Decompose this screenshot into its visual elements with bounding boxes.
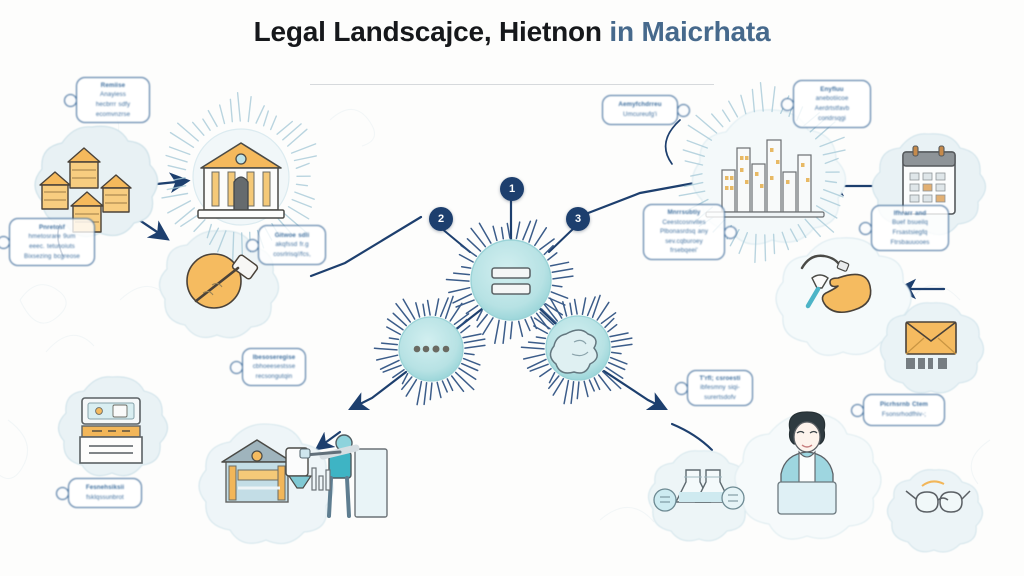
connector-badge3-right — [581, 180, 702, 217]
badge-1[interactable]: 1 — [500, 177, 524, 201]
person-figure-icon — [777, 411, 837, 515]
gavel-icon — [186, 253, 259, 309]
envelope-icon — [905, 321, 957, 369]
node-satellite-left-circle — [398, 316, 464, 382]
connector-to-flasks — [670, 422, 714, 452]
callout-right-mid-anchor-dot — [724, 226, 737, 239]
callout-top-left-anchor-dot — [64, 94, 77, 107]
calendar-icon — [902, 145, 956, 215]
callout-far-right-anchor-dot — [859, 222, 872, 235]
flasks-icon — [653, 469, 745, 512]
badge-2[interactable]: 2 — [429, 207, 453, 231]
connector-badge3-hub — [548, 227, 575, 253]
callout-mid-left-anchor-dot — [230, 361, 243, 374]
callout-bottom-left-anchor-dot — [56, 487, 69, 500]
connector-callout-right — [664, 119, 681, 165]
bar-skyline-icon — [705, 139, 825, 218]
glasses-icon — [905, 480, 971, 513]
callout-bottom-right-anchor-dot — [675, 382, 688, 395]
callout-right-lower-anchor-dot — [851, 404, 864, 417]
callout-top-right-outer-anchor-dot — [781, 98, 794, 111]
connector-satleft-down — [348, 370, 408, 410]
market-stall-icon — [221, 439, 313, 503]
worker-icon — [299, 434, 388, 518]
map-blob-icon — [549, 329, 598, 374]
badge-3[interactable]: 3 — [566, 207, 590, 231]
node-glasses-blob — [886, 469, 984, 553]
connector-to-worker — [314, 430, 342, 451]
dots-row-icon — [413, 345, 450, 353]
connector-badge2-left — [309, 215, 423, 278]
equals-lines-icon — [491, 267, 531, 295]
tools-trowel-icon — [800, 254, 872, 314]
document-monitor-icon — [79, 397, 143, 464]
callout-center-left-anchor-dot — [246, 239, 259, 252]
connector-satright-down — [602, 369, 668, 410]
node-hub-circle — [470, 239, 552, 321]
callout-top-right-inner-anchor-dot — [677, 104, 690, 117]
callout-left-upper-anchor-dot — [0, 236, 10, 249]
courthouse-icon — [197, 142, 285, 219]
